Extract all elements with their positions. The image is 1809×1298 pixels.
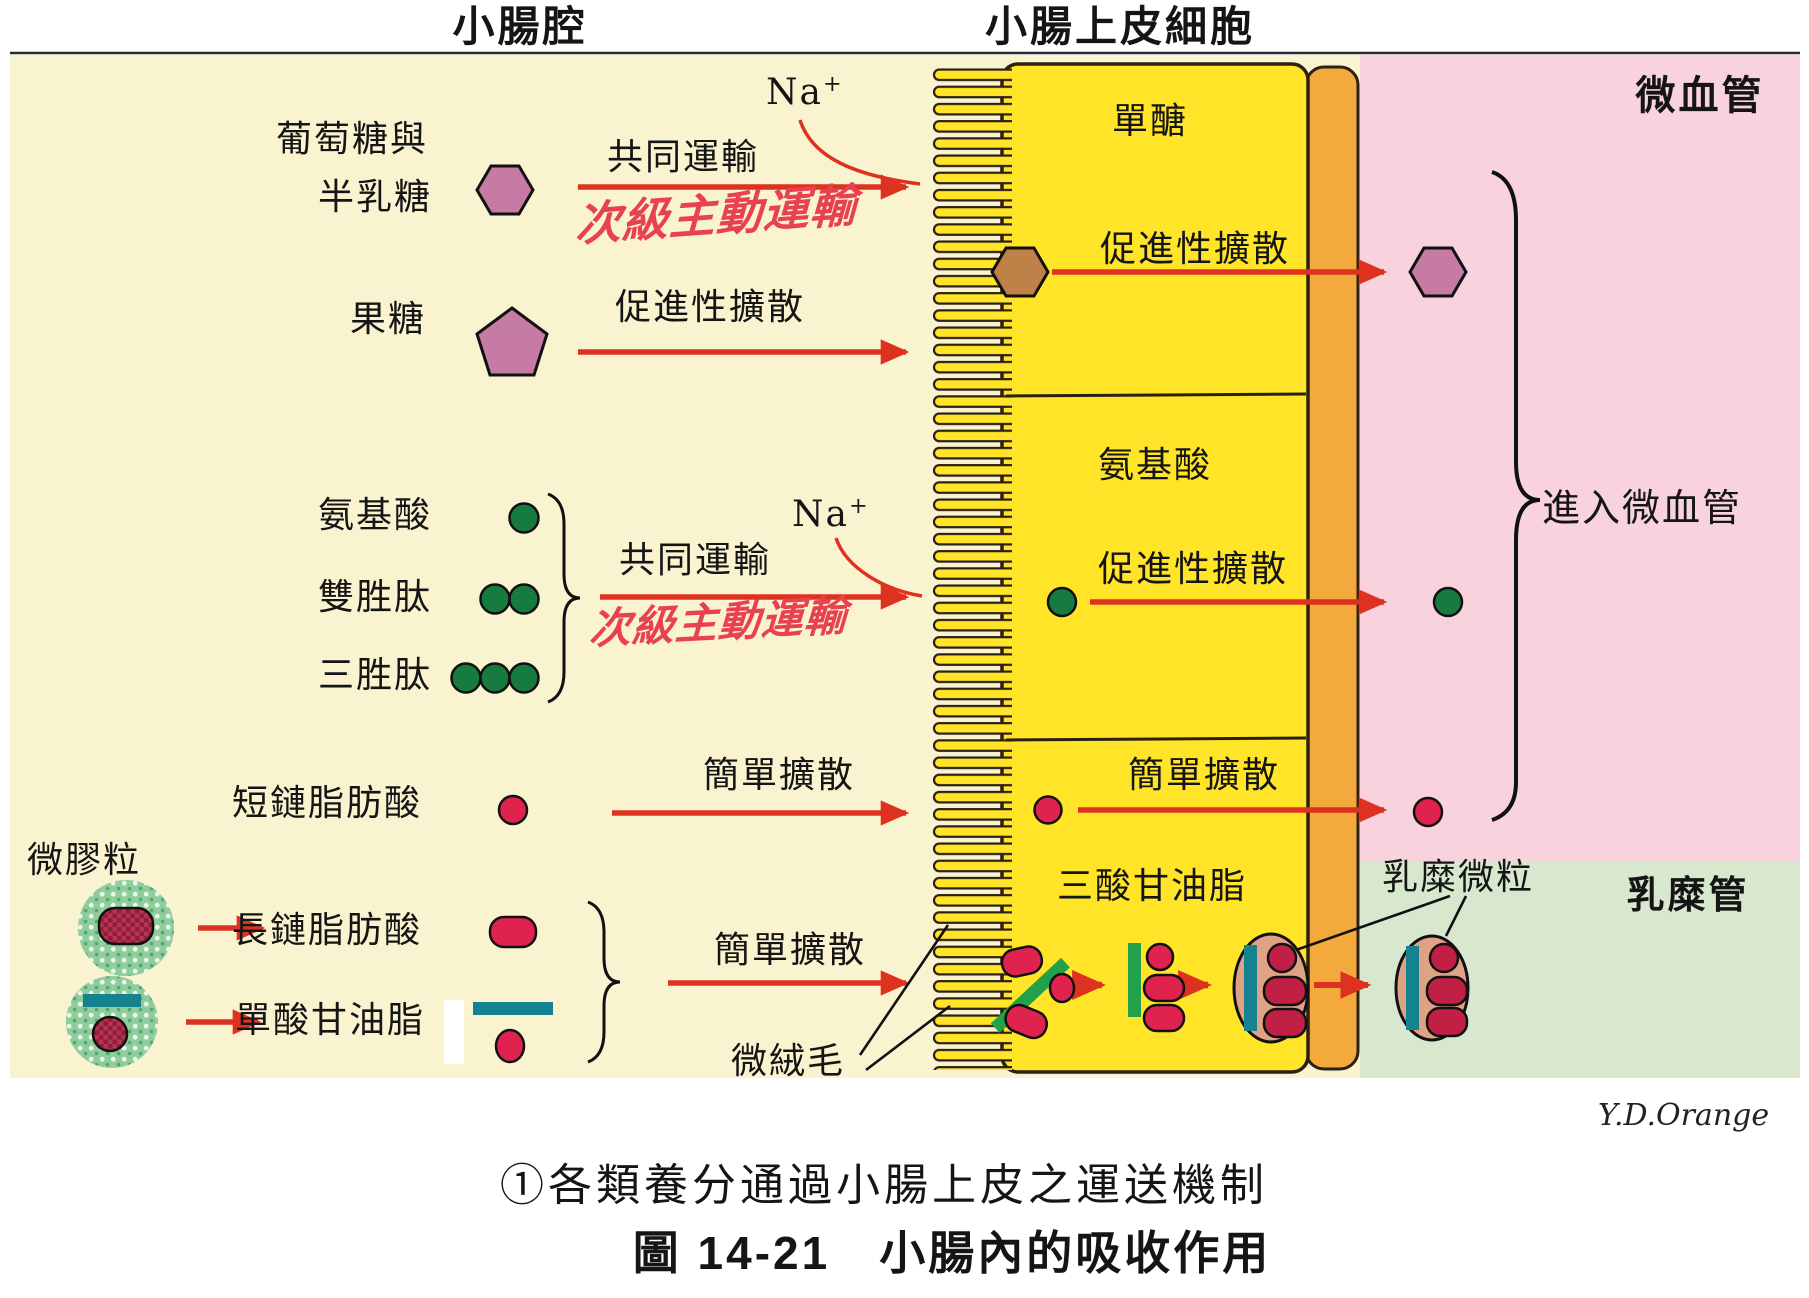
- label-micelle: 微膠粒: [26, 840, 142, 881]
- fructose-pentagon: [475, 306, 549, 377]
- label-glucose-line2: 半乳糖: [317, 177, 433, 218]
- label-short-fa: 短鏈脂肪酸: [231, 783, 423, 824]
- label-amino-cell: 氨基酸: [1097, 445, 1213, 486]
- amino-circle: [508, 502, 540, 534]
- tg-group-aligned: [1128, 942, 1186, 1033]
- na-label-2: Na+: [792, 493, 870, 535]
- label-chylomicron: 乳糜微粒: [1381, 857, 1535, 898]
- brace-enter-capillary: [1491, 170, 1541, 822]
- epithelial-cell: [930, 62, 1360, 1074]
- microvilli: [930, 66, 1012, 1070]
- label-triglyceride: 三酸甘油脂: [1056, 866, 1248, 907]
- label-tripeptide: 三胜肽: [317, 655, 433, 696]
- na-label-1: Na+: [766, 71, 844, 113]
- amino-circle-capillary: [1432, 586, 1464, 618]
- micelle-2: [66, 976, 158, 1068]
- microvilli-pointer-1: [858, 924, 950, 1056]
- label-facilitated-lumen: 促進性擴散: [614, 287, 806, 328]
- title-epithelium: 小腸上皮細胞: [984, 3, 1256, 50]
- white-artifact: [444, 1000, 464, 1064]
- label-monosaccharide: 單醣: [1111, 101, 1189, 142]
- label-simple-1: 簡單擴散: [702, 755, 856, 796]
- tg-group-scattered: [990, 945, 1076, 1040]
- brace-lipids: [587, 900, 621, 1064]
- chylomicron-pointer-2: [1444, 895, 1468, 937]
- caption-figure: 圖 14-21 小腸內的吸收作用: [632, 1227, 1272, 1279]
- shortfa-circle: [497, 794, 529, 826]
- chylomicron-cell: [1232, 932, 1310, 1044]
- title-lumen: 小腸腔: [452, 3, 588, 50]
- chylomicron-pointer-1: [1295, 894, 1451, 952]
- cell-right-band: [1304, 65, 1360, 1071]
- microvilli-pointer-2: [865, 1004, 951, 1072]
- label-cotransport-1: 共同運輸: [606, 137, 760, 178]
- label-simple-2: 簡單擴散: [713, 930, 867, 971]
- monosaccharide-hexagon-capillary: [1408, 246, 1468, 298]
- label-glucose-line1: 葡萄糖與: [275, 119, 429, 160]
- label-amino-lumen: 氨基酸: [317, 495, 433, 536]
- caption-mechanism: ①各類養分通過小腸上皮之運送機制: [500, 1160, 1268, 1211]
- shortfa-circle-cell: [1033, 795, 1063, 825]
- chylomicron-lacteal: [1394, 934, 1470, 1042]
- micelle-1: [78, 880, 174, 976]
- amino-circle-cell: [1046, 586, 1078, 618]
- label-microvilli: 微絨毛: [730, 1041, 846, 1082]
- glucose-hexagon: [475, 164, 535, 216]
- dipeptide-circles: [479, 583, 540, 615]
- label-facilitated-cell1: 促進性擴散: [1099, 229, 1291, 270]
- label-enter-capillary: 進入微血管: [1542, 486, 1743, 530]
- shortfa-circle-capillary: [1412, 796, 1444, 828]
- longfa-blob: [488, 915, 538, 949]
- cell-divider-2: [1005, 736, 1307, 742]
- capillary-region: [1360, 55, 1800, 862]
- na-curve-2: [834, 537, 923, 598]
- monoglyceride-symbol: [473, 1002, 553, 1064]
- cell-divider-1: [1005, 392, 1307, 398]
- label-long-fa: 長鏈脂肪酸: [231, 910, 423, 951]
- label-simple-cell3: 簡單擴散: [1127, 755, 1281, 796]
- label-lacteal: 乳糜管: [1626, 875, 1750, 917]
- label-dipeptide: 雙胜肽: [317, 577, 433, 618]
- label-cotransport-2: 共同運輸: [618, 540, 772, 581]
- label-fructose: 果糖: [349, 299, 427, 340]
- na-curve-1: [798, 119, 921, 186]
- monosaccharide-hexagon-cell: [990, 246, 1050, 298]
- label-facilitated-cell2: 促進性擴散: [1097, 549, 1289, 590]
- signature: Y.D.Orange: [1598, 1098, 1770, 1133]
- label-monoglyceride: 單酸甘油脂: [234, 1000, 426, 1041]
- label-capillary: 微血管: [1635, 74, 1765, 118]
- tripeptide-circles: [450, 662, 540, 694]
- brace-peptides: [547, 492, 581, 704]
